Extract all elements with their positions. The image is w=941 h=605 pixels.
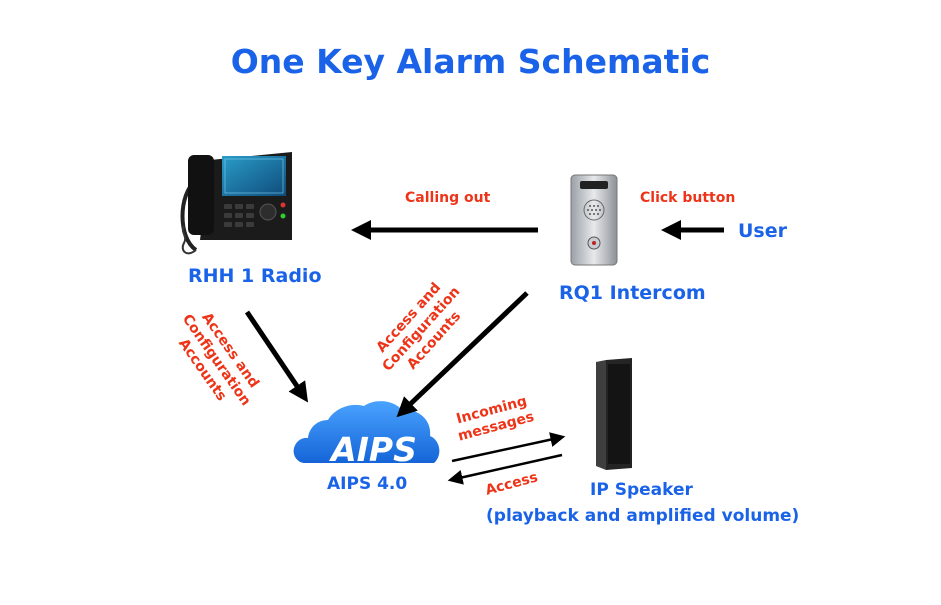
- arrow-radio-to-aips: [244, 310, 309, 403]
- arrow-aips-to-speaker: [451, 432, 566, 463]
- diagram-title: One Key Alarm Schematic: [230, 42, 711, 81]
- intercom-label: RQ1 Intercom: [559, 282, 706, 304]
- speaker-sublabel: (playback and amplified volume): [486, 506, 800, 526]
- aips-cloud-logo-icon: AIPS: [293, 401, 440, 469]
- intercom-icon: [570, 174, 618, 266]
- aips-label: AIPS 4.0: [327, 474, 408, 494]
- speaker-label: IP Speaker: [590, 480, 693, 500]
- arrow-speaker-to-aips: [447, 453, 563, 485]
- desk-phone-icon: [180, 152, 292, 255]
- arrow-intercom-to-aips: [396, 291, 529, 418]
- edge-label-click-button: Click button: [640, 190, 736, 206]
- ip-speaker-icon: [596, 358, 632, 470]
- edge-label-calling-out: Calling out: [405, 190, 491, 206]
- user-label: User: [738, 220, 787, 242]
- aips-logo-text: AIPS: [328, 430, 417, 469]
- radio-label: RHH 1 Radio: [188, 265, 322, 287]
